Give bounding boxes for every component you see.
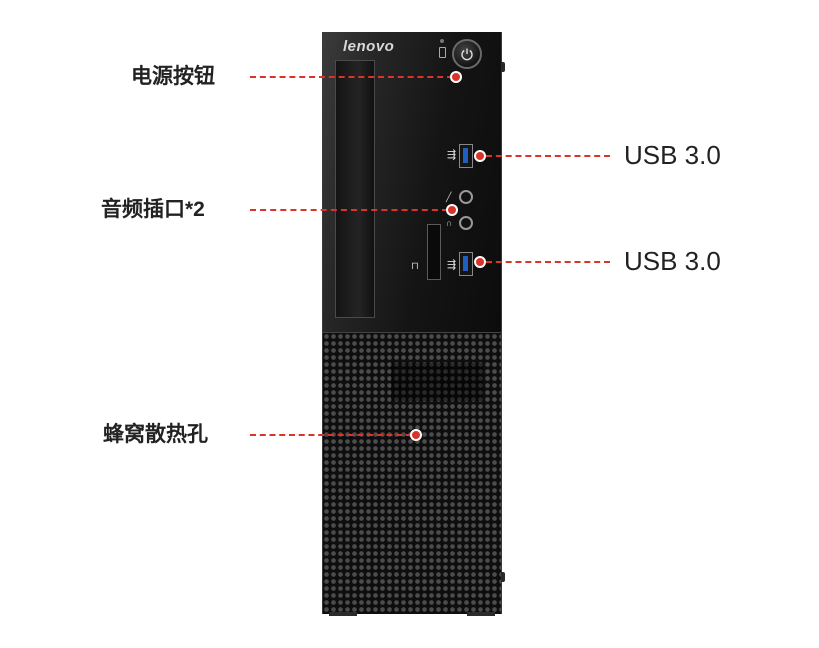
hdd-led-icon: [439, 47, 446, 58]
microphone-icon: ╱: [446, 192, 452, 202]
callout-usb-top-label: USB 3.0: [624, 140, 721, 170]
card-reader-icon: ⊓: [411, 261, 419, 272]
callout-audio-ports-label: 音频插口*2: [101, 198, 205, 221]
usb-icon: ⇶: [447, 259, 457, 271]
side-latch: [500, 572, 505, 582]
callout-usb-top-line: [486, 155, 610, 157]
power-led: [440, 39, 444, 43]
vent-shadow: [391, 363, 483, 401]
usb-port-bottom[interactable]: [459, 252, 473, 276]
usb-icon: ⇶: [447, 149, 457, 161]
callout-power-button-label: 电源按钮: [131, 65, 215, 88]
power-icon: [461, 48, 473, 61]
callout-power-button-line: [250, 76, 453, 78]
front-bezel: lenovo ⇶ ╱ ∩ ⊓ ⇶: [323, 32, 501, 333]
microphone-jack[interactable]: [459, 190, 473, 204]
headphone-jack[interactable]: [459, 216, 473, 230]
honeycomb-vent: [323, 333, 501, 614]
callout-audio-ports-line: [250, 209, 448, 211]
tower-foot: [329, 612, 357, 616]
desktop-tower: lenovo ⇶ ╱ ∩ ⊓ ⇶: [322, 32, 505, 616]
callout-vents-label: 蜂窝散热孔: [103, 423, 208, 446]
callout-vents-dot: [410, 429, 422, 441]
brand-logo: lenovo: [343, 38, 395, 55]
callout-usb-bottom-dot: [474, 256, 486, 268]
callout-power-button-dot: [450, 71, 462, 83]
callout-usb-bottom-line: [486, 261, 610, 263]
card-reader-slot[interactable]: [427, 224, 441, 280]
headphone-icon: ∩: [446, 218, 453, 228]
side-latch: [500, 62, 505, 72]
callout-usb-bottom-label: USB 3.0: [624, 246, 721, 276]
optical-drive-bay: [335, 60, 375, 318]
callout-audio-ports-dot: [446, 204, 458, 216]
power-button[interactable]: [452, 39, 482, 69]
tower-foot: [467, 612, 495, 616]
callout-usb-top-dot: [474, 150, 486, 162]
callout-vents-line: [250, 434, 412, 436]
usb-port-top[interactable]: [459, 144, 473, 168]
